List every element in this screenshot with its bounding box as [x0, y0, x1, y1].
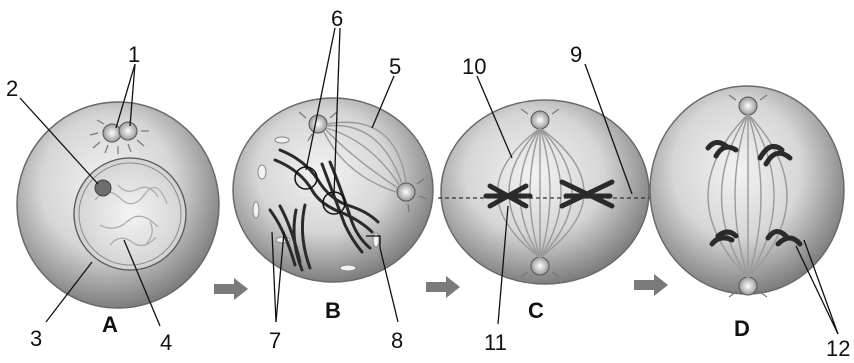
cell-d-centrosome-top: [739, 97, 757, 115]
cell-a: [17, 102, 219, 308]
cell-b-centrosome-top: [309, 115, 327, 133]
stage-label-a: A: [102, 312, 118, 337]
stage-arrow-1: [214, 278, 248, 300]
part-number-10: 10: [462, 54, 486, 79]
part-number-3: 3: [30, 326, 42, 351]
part-number-6: 6: [331, 6, 343, 31]
cell-b: [233, 98, 433, 282]
part-number-4: 4: [160, 330, 172, 355]
cell-d-centrosome-bottom: [739, 277, 757, 295]
cell-d: [650, 86, 844, 297]
part-number-8: 8: [391, 328, 403, 353]
cell-c-centrosome-top: [531, 111, 549, 129]
part-number-7: 7: [269, 328, 281, 353]
part-number-2: 2: [6, 76, 18, 101]
stage-labels: A B C D: [102, 298, 750, 341]
stage-arrow-3: [634, 274, 668, 296]
stage-label-b: B: [325, 298, 341, 323]
part-number-1: 1: [128, 42, 140, 67]
cell-c: [438, 100, 652, 284]
part-number-12: 12: [826, 336, 850, 361]
cell-c-centrosome-bottom: [531, 257, 549, 275]
part-number-11: 11: [484, 330, 507, 355]
part-number-5: 5: [389, 54, 401, 79]
part-number-9: 9: [570, 42, 582, 67]
stage-arrow-2: [426, 276, 460, 298]
stage-label-c: C: [528, 298, 544, 323]
stage-label-d: D: [734, 316, 750, 341]
